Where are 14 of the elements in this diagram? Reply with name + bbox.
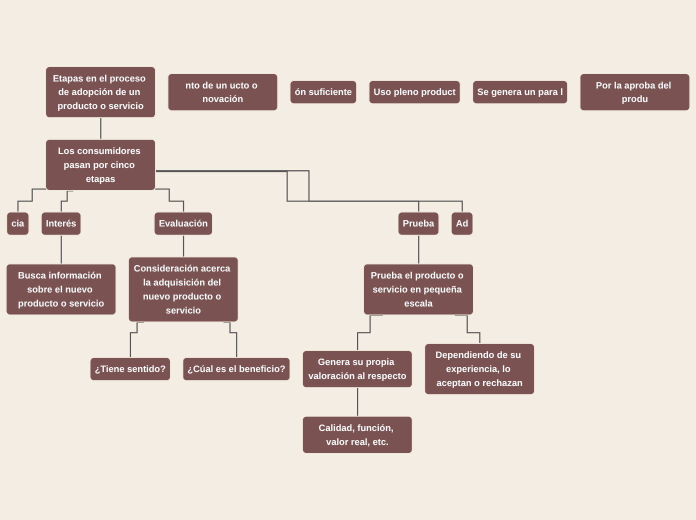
connector <box>418 235 420 265</box>
connector <box>356 314 383 352</box>
connector <box>156 170 464 213</box>
connector <box>17 188 47 213</box>
connector <box>155 188 184 213</box>
connector <box>100 117 102 140</box>
connector <box>454 314 481 345</box>
connector <box>60 190 74 213</box>
connector <box>60 235 62 265</box>
connector <box>156 170 420 213</box>
connector <box>224 322 238 358</box>
connector <box>356 387 358 418</box>
connector <box>130 322 144 358</box>
connector <box>182 235 184 258</box>
